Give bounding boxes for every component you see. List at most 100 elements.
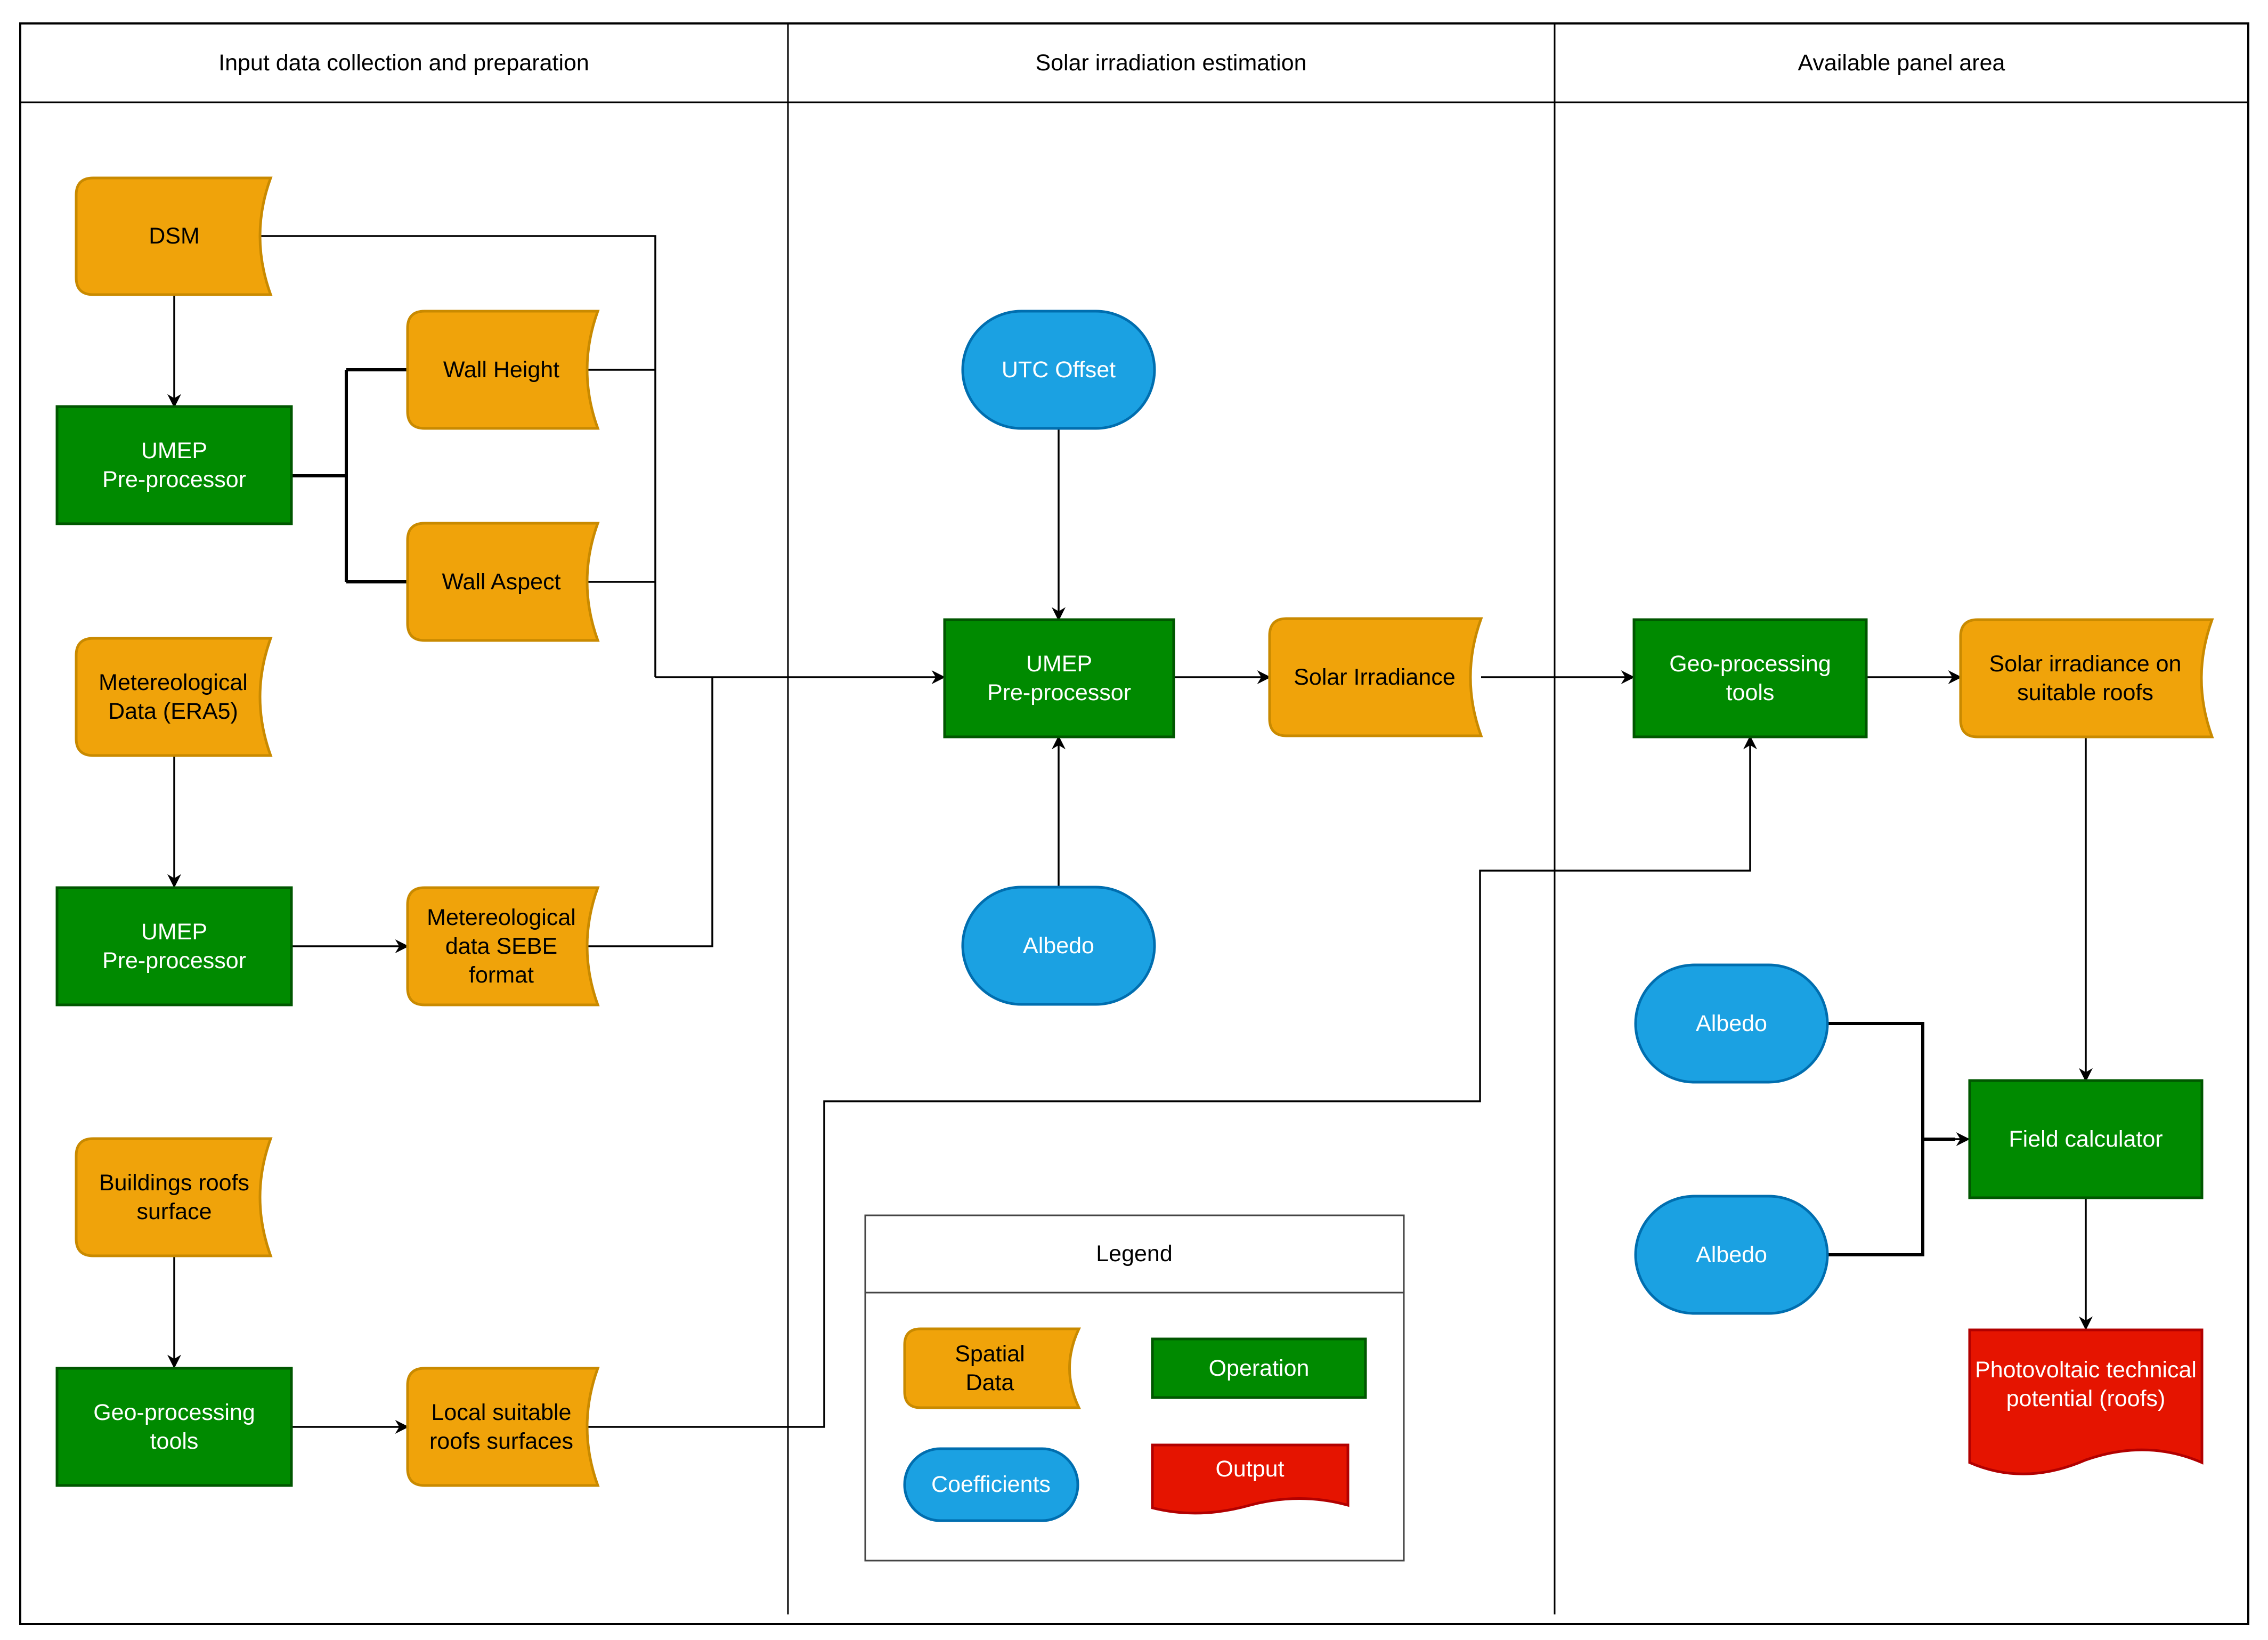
node-umep-preprocessor-1-label: UMEP Pre-processor xyxy=(102,438,246,492)
node-umep-preprocessor-3-shape xyxy=(943,618,1175,738)
edges xyxy=(167,235,2093,1434)
label-line: Pre-processor xyxy=(102,948,246,973)
legend-operation-shape xyxy=(1151,1337,1367,1399)
node-albedo-3-label: Albedo xyxy=(1696,1242,1767,1268)
nodes: DSM UMEP Pre-processor Wall Height Wall A… xyxy=(55,176,2214,1487)
label-line: UMEP xyxy=(141,438,207,464)
label-line: DSM xyxy=(149,223,200,249)
node-buildings-roofs-surface-shape xyxy=(75,1137,273,1257)
label-line: Solar Irradiance xyxy=(1294,664,1456,690)
node-umep-preprocessor-3-label: UMEP Pre-processor xyxy=(987,651,1131,705)
label-line: Spatial xyxy=(955,1341,1025,1367)
legend-operation-label: Operation xyxy=(1209,1355,1310,1381)
node-umep-preprocessor-2-shape xyxy=(55,886,293,1006)
node-dsm: DSM xyxy=(75,176,273,296)
node-umep-preprocessor-2-label: UMEP Pre-processor xyxy=(102,919,246,973)
label-line: Geo-processing xyxy=(1669,651,1831,677)
label-line: UMEP xyxy=(141,919,207,945)
node-albedo-2-label: Albedo xyxy=(1696,1011,1767,1036)
legend-coefficients: Coefficients xyxy=(903,1447,1079,1522)
node-albedo-1-label: Albedo xyxy=(1023,933,1094,959)
node-metereological-sebe-shape xyxy=(406,886,600,1006)
label-line: surface xyxy=(136,1199,212,1224)
label-line: UTC Offset xyxy=(1002,357,1116,383)
label-line: Solar irradiance on xyxy=(1989,651,2182,677)
node-umep-preprocessor-2: UMEP Pre-processor xyxy=(55,886,293,1006)
label-line: roofs surfaces xyxy=(429,1428,573,1454)
node-local-suitable-roofs-shape xyxy=(406,1367,600,1487)
node-geo-processing-2-shape xyxy=(1632,618,1868,738)
node-utc-offset: UTC Offset xyxy=(961,310,1156,430)
label-line: Photovoltaic technical xyxy=(1975,1357,2197,1383)
lane-title-panel-area: Available panel area xyxy=(1798,50,2005,76)
node-albedo-2: Albedo xyxy=(1634,963,1829,1084)
label-line: Field calculator xyxy=(2009,1126,2163,1152)
label-line: Pre-processor xyxy=(987,680,1131,705)
node-geo-processing-1-label: Geo-processing tools xyxy=(93,1400,255,1454)
label-line: suitable roofs xyxy=(2017,680,2153,705)
node-pv-technical-potential-label: Photovoltaic technical potential (roofs) xyxy=(1975,1357,2197,1411)
label-line: UMEP xyxy=(1026,651,1092,677)
label-line: Metereological xyxy=(99,670,248,695)
node-field-calculator: Field calculator xyxy=(1968,1079,2204,1199)
legend-output: Output xyxy=(1151,1443,1350,1515)
node-wall-aspect: Wall Aspect xyxy=(406,522,600,642)
label-line: Operation xyxy=(1209,1355,1310,1381)
legend-output-label: Output xyxy=(1215,1456,1284,1482)
node-solar-irradiance-shape xyxy=(1268,617,1483,737)
label-line: format xyxy=(469,962,534,988)
node-geo-processing-2-label: Geo-processing tools xyxy=(1669,651,1831,705)
node-solar-irradiance: Solar Irradiance xyxy=(1268,617,1483,737)
lane-title-input: Input data collection and preparation xyxy=(218,50,589,76)
node-albedo-2-shape xyxy=(1634,963,1829,1084)
node-umep-preprocessor-3: UMEP Pre-processor xyxy=(943,618,1175,738)
node-pv-technical-potential: Photovoltaic technical potential (roofs) xyxy=(1968,1328,2204,1475)
node-field-calculator-shape xyxy=(1968,1079,2204,1199)
node-buildings-roofs-surface-label: Buildings roofs surface xyxy=(99,1170,249,1224)
label-line: potential (roofs) xyxy=(2006,1386,2166,1411)
label-line: Buildings roofs xyxy=(99,1170,249,1196)
edge-local-roofs-to-geo2 xyxy=(585,735,1757,1428)
node-albedo-1-shape xyxy=(961,886,1156,1006)
label-line: Wall Aspect xyxy=(442,569,560,595)
node-albedo-3: Albedo xyxy=(1634,1195,1829,1315)
node-umep-preprocessor-1: UMEP Pre-processor xyxy=(55,405,293,525)
legend-title: Legend xyxy=(1096,1241,1173,1266)
legend-operation: Operation xyxy=(1151,1337,1367,1399)
label-line: Local suitable xyxy=(432,1400,572,1425)
node-albedo-1: Albedo xyxy=(961,886,1156,1006)
node-local-suitable-roofs: Local suitable roofs surfaces xyxy=(406,1367,600,1487)
label-line: Albedo xyxy=(1696,1011,1767,1036)
node-geo-processing-2: Geo-processing tools xyxy=(1632,618,1868,738)
node-solar-irradiance-label: Solar Irradiance xyxy=(1294,664,1456,690)
node-solar-irradiance-roofs-label: Solar irradiance on suitable roofs xyxy=(1989,651,2182,705)
label-line: Pre-processor xyxy=(102,467,246,492)
label-line: tools xyxy=(1726,680,1775,705)
label-line: Data (ERA5) xyxy=(108,699,238,724)
node-metereological-data-shape xyxy=(75,637,273,757)
node-wall-aspect-label: Wall Aspect xyxy=(442,569,560,595)
edge-dsm-bus xyxy=(257,235,656,677)
label-line: tools xyxy=(150,1428,199,1454)
node-wall-height-shape xyxy=(406,310,600,430)
label-line: Albedo xyxy=(1696,1242,1767,1268)
node-wall-height-label: Wall Height xyxy=(443,357,559,383)
node-pv-technical-potential-shape xyxy=(1968,1328,2204,1475)
edge-met-sebe-to-bus xyxy=(585,677,713,947)
node-albedo-3-shape xyxy=(1634,1195,1829,1315)
label-line: Albedo xyxy=(1023,933,1094,959)
label-line: Data xyxy=(966,1370,1014,1395)
node-wall-aspect-shape xyxy=(406,522,600,642)
node-wall-height: Wall Height xyxy=(406,310,600,430)
node-dsm-shape xyxy=(75,176,273,296)
label-line: Geo-processing xyxy=(93,1400,255,1425)
node-umep-preprocessor-1-shape xyxy=(55,405,293,525)
node-field-calculator-label: Field calculator xyxy=(2009,1126,2163,1152)
node-utc-offset-label: UTC Offset xyxy=(1002,357,1116,383)
